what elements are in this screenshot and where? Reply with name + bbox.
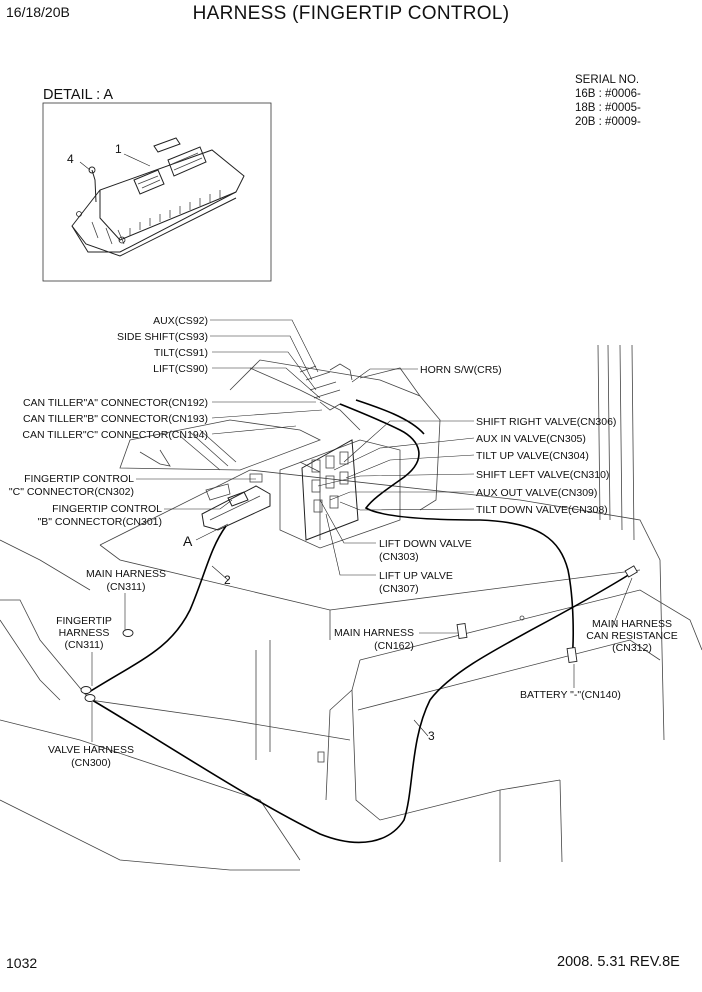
fingertip-control-module	[201, 473, 271, 531]
label-can-tiller-c: CAN TILLER"C" CONNECTOR(CN194)	[22, 429, 208, 441]
label-fingertip-cn311-line3: (CN311)	[65, 639, 104, 651]
label-valve-cn300-line2: (CN300)	[71, 757, 111, 769]
label-fingertip-c-line1: FINGERTIP CONTROL	[24, 473, 134, 485]
lever-cluster	[299, 363, 353, 411]
label-valve-cn300-line1: VALVE HARNESS	[48, 744, 134, 756]
page-title: HARNESS (FINGERTIP CONTROL)	[192, 3, 510, 24]
detail-a-frame	[42, 102, 272, 282]
label-detail-a-ref: A	[183, 533, 193, 549]
label-shift-right-valve: SHIFT RIGHT VALVE(CN306)	[476, 416, 616, 428]
connector-cn312	[624, 565, 638, 578]
label-can-resistance-line2: CAN RESISTANCE	[586, 630, 677, 642]
label-main-cn311-line1: MAIN HARNESS	[86, 568, 166, 580]
label-can-resistance-line3: (CN312)	[612, 642, 652, 654]
label-lift-down-line2: (CN303)	[379, 551, 419, 563]
connector-cn311-fingertip	[80, 686, 92, 694]
label-main-cn162-line1: MAIN HARNESS	[334, 627, 414, 639]
detail-callout-1: 1	[115, 142, 122, 156]
label-tilt-cs91: TILT(CS91)	[154, 347, 208, 359]
detail-a-title: DETAIL : A	[43, 87, 114, 103]
truck-body-outline	[0, 344, 702, 871]
label-side-shift-cs93: SIDE SHIFT(CS93)	[117, 331, 208, 343]
callout-3: 3	[428, 729, 435, 743]
connector-cn311-main	[122, 629, 134, 637]
page-number: 1032	[6, 955, 38, 971]
serial-number-block: SERIAL NO. 16B : #0006- 18B : #0005- 20B…	[575, 74, 641, 128]
label-lift-down-line1: LIFT DOWN VALVE	[379, 538, 472, 550]
revision-date: 2008. 5.31 REV.8E	[557, 954, 680, 970]
connector-cn300	[84, 694, 96, 702]
label-tilt-down-valve: TILT DOWN VALVE(CN308)	[476, 504, 608, 516]
leader-lines	[91, 319, 633, 742]
label-fingertip-cn311-line2: HARNESS	[59, 627, 110, 639]
label-can-tiller-a: CAN TILLER"A" CONNECTOR(CN192)	[23, 397, 208, 409]
label-aux-cs92: AUX(CS92)	[153, 315, 208, 327]
detail-callout-4: 4	[67, 152, 74, 166]
label-tilt-up-valve: TILT UP VALVE(CN304)	[476, 450, 589, 462]
label-fingertip-c-line2: "C" CONNECTOR(CN302)	[9, 486, 134, 498]
harness-3	[91, 573, 631, 844]
label-lift-up-line2: (CN307)	[379, 583, 419, 595]
label-aux-out-valve: AUX OUT VALVE(CN309)	[476, 487, 597, 499]
label-fingertip-b-line2: "B" CONNECTOR(CN301)	[37, 516, 162, 528]
label-horn-cr5: HORN S/W(CR5)	[420, 364, 502, 376]
label-can-tiller-b: CAN TILLER"B" CONNECTOR(CN193)	[23, 413, 208, 425]
label-fingertip-b-line1: FINGERTIP CONTROL	[52, 503, 162, 515]
harness-2	[85, 525, 227, 695]
label-main-cn311-line2: (CN311)	[107, 581, 146, 593]
valve-connector-panel	[301, 439, 359, 541]
label-battery-cn140: BATTERY "-"(CN140)	[520, 689, 621, 701]
label-lift-up-line1: LIFT UP VALVE	[379, 570, 453, 582]
connector-cn140	[566, 647, 578, 663]
label-can-resistance-line1: MAIN HARNESS	[592, 618, 672, 630]
label-lift-cs90: LIFT(CS90)	[153, 363, 208, 375]
label-shift-left-valve: SHIFT LEFT VALVE(CN310)	[476, 469, 609, 481]
connector-cn162	[456, 623, 468, 639]
label-fingertip-cn311-line1: FINGERTIP	[56, 615, 112, 627]
callout-2: 2	[224, 573, 231, 587]
harness-2-branch	[355, 399, 425, 435]
label-aux-in-valve: AUX IN VALVE(CN305)	[476, 433, 586, 445]
label-main-cn162-line2: (CN162)	[374, 640, 414, 652]
fingertip-controller-illustration	[71, 137, 245, 257]
model-code: 16/18/20B	[6, 4, 70, 20]
harness-2-upper	[339, 403, 574, 661]
